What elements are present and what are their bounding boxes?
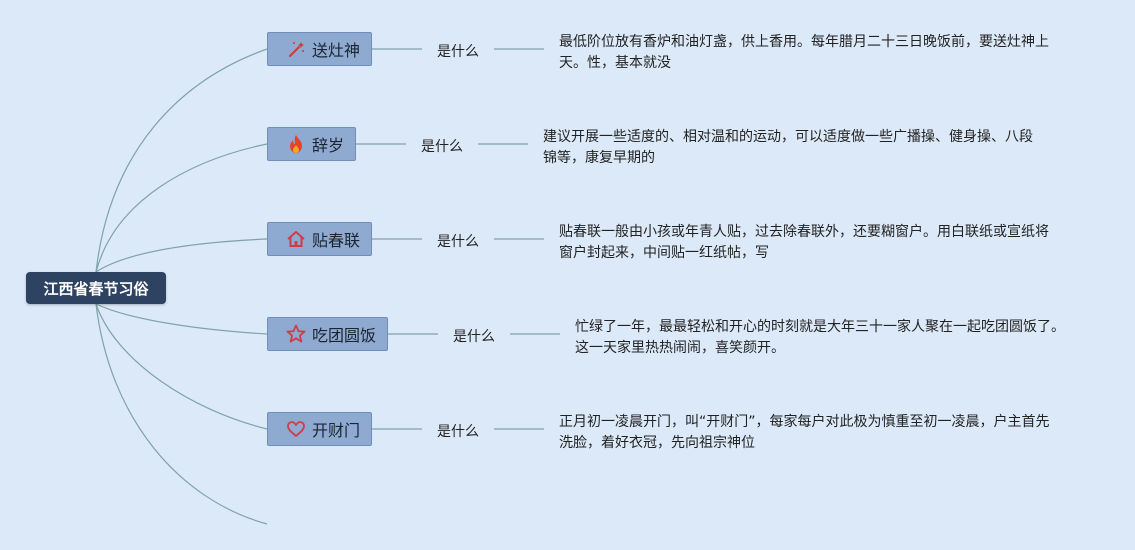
topic-label: 贴春联 bbox=[312, 231, 361, 250]
magic-wand-icon bbox=[286, 39, 306, 59]
detail-text[interactable]: 最低阶位放有香炉和油灯盏，供上香用。每年腊月二十三日晚饭前，要送灶神上天。性，基… bbox=[559, 34, 1049, 71]
root-topic[interactable]: 江西省春节习俗 bbox=[26, 272, 166, 304]
connector-root-topic-1 bbox=[95, 48, 268, 273]
subtopic-label[interactable]: 是什么 bbox=[453, 329, 495, 345]
subtopic-label[interactable]: 是什么 bbox=[437, 424, 479, 440]
topic-songzaoshen[interactable]: 送灶神 bbox=[267, 32, 372, 66]
topic-label: 开财门 bbox=[312, 421, 361, 440]
detail-text[interactable]: 建议开展一些适度的、相对温和的运动，可以适度做一些广播操、健身操、八段锦等，康复… bbox=[543, 129, 1033, 166]
connector-root-tail bbox=[95, 303, 268, 525]
topic-kaicaimen[interactable]: 开财门 bbox=[267, 412, 372, 446]
subtopic-label[interactable]: 是什么 bbox=[437, 44, 479, 60]
home-icon bbox=[286, 229, 306, 249]
detail-text[interactable]: 正月初一凌晨开门，叫“开财门”，每家每户对此极为慎重至初一凌晨，户主首先洗脸，着… bbox=[559, 414, 1050, 451]
fire-icon bbox=[286, 134, 306, 154]
topic-cisui[interactable]: 辞岁 bbox=[267, 127, 356, 161]
star-icon bbox=[286, 324, 306, 344]
topic-chituanyuanfan[interactable]: 吃团圆饭 bbox=[267, 317, 388, 351]
detail-text[interactable]: 贴春联一般由小孩或年青人贴，过去除春联外，还要糊窗户。用白联纸或宣纸将窗户封起来… bbox=[559, 224, 1049, 261]
detail-text[interactable]: 忙绿了一年，最最轻松和开心的时刻就是大年三十一家人聚在一起吃团圆饭了。这一天家里… bbox=[575, 319, 1065, 356]
connector-root-topic-5 bbox=[95, 303, 268, 430]
subtopic-label[interactable]: 是什么 bbox=[437, 234, 479, 250]
connector-root-topic-4 bbox=[95, 303, 268, 335]
connector-root-topic-3 bbox=[95, 238, 268, 273]
topic-tiechunlian[interactable]: 贴春联 bbox=[267, 222, 372, 256]
topic-label: 送灶神 bbox=[312, 41, 361, 60]
heart-icon bbox=[286, 419, 306, 439]
subtopic-label[interactable]: 是什么 bbox=[421, 139, 463, 155]
connector-root-topic-2 bbox=[95, 143, 268, 273]
topic-label: 辞岁 bbox=[312, 136, 345, 155]
topic-label: 吃团圆饭 bbox=[312, 326, 377, 345]
